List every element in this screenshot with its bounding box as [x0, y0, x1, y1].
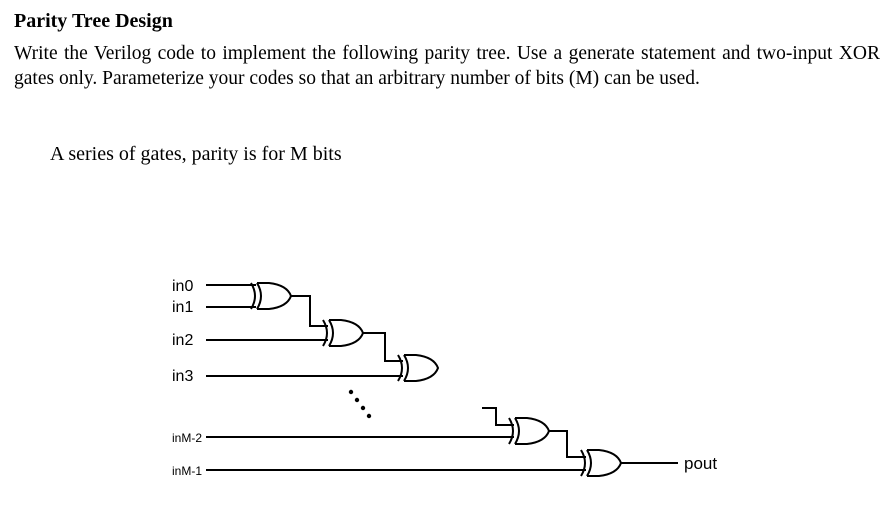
input-label-in2: in2 — [172, 332, 193, 349]
input-label-in0: in0 — [172, 278, 193, 295]
problem-description: Write the Verilog code to implement the … — [14, 43, 880, 89]
wire-gate1-to-gate2 — [291, 295, 328, 327]
xor-gate-4 — [508, 417, 550, 445]
diagram-caption: A series of gates, parity is for M bits — [50, 143, 342, 165]
xor-gate-5 — [580, 449, 622, 477]
xor-gate-3 — [397, 354, 439, 382]
input-label-inm-1: inM-1 — [172, 464, 202, 478]
xor-gate-2 — [322, 319, 364, 347]
wire-gate4-to-gate5 — [549, 430, 586, 458]
continuation-dots — [348, 389, 372, 419]
xor-gate-1 — [250, 282, 292, 310]
input-label-in3: in3 — [172, 368, 193, 385]
output-label-pout: pout — [684, 454, 717, 473]
input-label-in1: in1 — [172, 299, 193, 316]
input-label-inm-2: inM-2 — [172, 431, 202, 445]
wire-gate2-to-gate3 — [363, 332, 403, 362]
wire-chain-to-gate4 — [482, 407, 514, 426]
page-title: Parity Tree Design — [14, 10, 173, 32]
